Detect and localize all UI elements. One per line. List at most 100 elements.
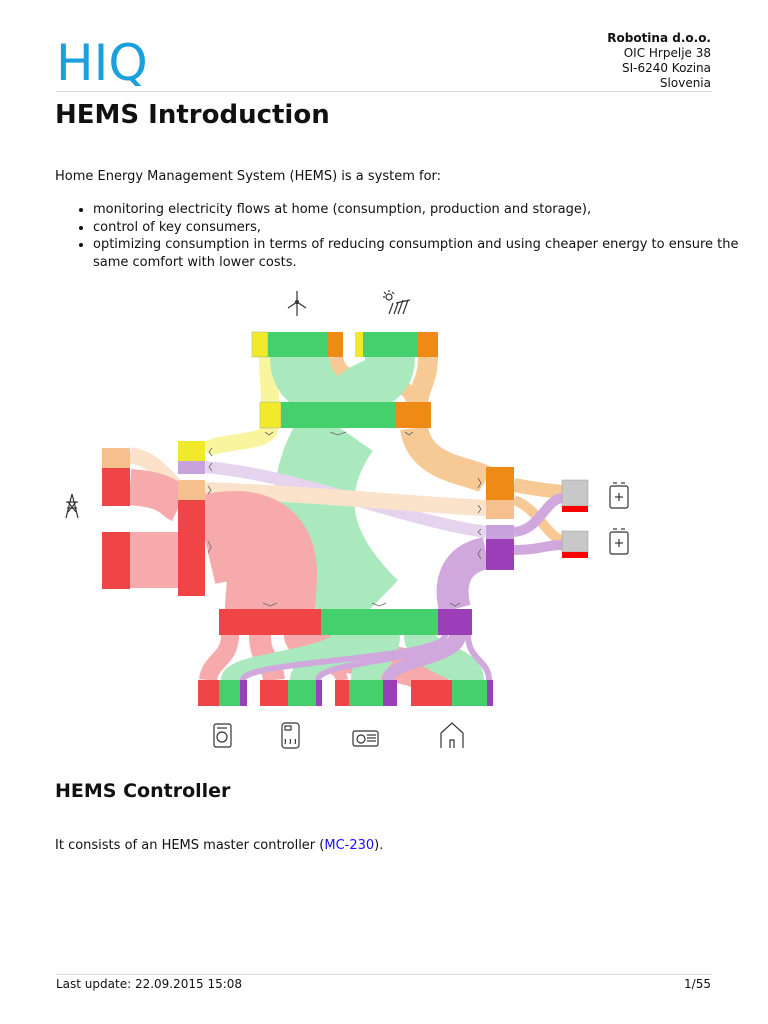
consumption-purple-block: [438, 609, 472, 635]
wind-turbine-icon: [287, 291, 307, 316]
washing-machine-icon: [213, 723, 232, 748]
flow-grid-peach: [128, 447, 185, 498]
exchange-yellow-block: [178, 441, 205, 461]
flow-purple-line: [204, 461, 487, 538]
chevron-down-icon: [449, 602, 461, 607]
flow-main-red: [194, 491, 317, 611]
controller-text-end: ).: [374, 838, 384, 853]
consumption-green-block: [321, 609, 438, 635]
flow-wind-green: [270, 354, 360, 414]
wind-yellow-block: [251, 331, 269, 358]
consumer-1-green: [219, 680, 240, 706]
list-item: monitoring electricity flows at home (co…: [93, 201, 753, 219]
flow-to-grid-yellow: [197, 425, 278, 458]
wind-green-block: [268, 332, 328, 357]
air-conditioner-icon: [352, 730, 379, 747]
solar-yellow-block: [355, 332, 363, 357]
battery-orange-block: [486, 467, 514, 500]
address-line: SI-6240 Kozina: [621, 61, 711, 75]
company-name: Robotina d.o.o.: [607, 31, 711, 45]
controller-text-start: It consists of an HEMS master controller…: [55, 838, 325, 853]
flow-main-green: [274, 405, 399, 638]
solar-orange-block: [418, 332, 438, 357]
battery-1-low-bar: [562, 506, 588, 512]
feature-list: monitoring electricity flows at home (co…: [55, 201, 753, 271]
grid-red-block-2: [102, 532, 130, 589]
page-number: 1/55: [684, 977, 711, 991]
list-item: optimizing consumption in terms of reduc…: [93, 236, 753, 271]
section-title: HEMS Controller: [55, 780, 231, 802]
flow-peach-line: [204, 482, 487, 516]
battery-1-level: [561, 479, 589, 507]
flow-solar-green: [327, 354, 415, 416]
intro-text: Home Energy Management System (HEMS) is …: [55, 169, 442, 184]
exchange-red-block: [178, 500, 205, 596]
chevron-right-icon: [477, 477, 482, 489]
list-item: control of key consumers,: [93, 219, 753, 237]
chevron-right-icon: [477, 504, 482, 514]
grid-peach-block: [102, 448, 130, 468]
water-heater-icon: [281, 722, 300, 749]
flow-consumer-purple: [382, 633, 466, 682]
house-icon: [440, 722, 464, 748]
chevron-left-icon: [208, 447, 213, 457]
address-line: Slovenia: [659, 76, 711, 90]
chevron-down-icon: [404, 431, 414, 436]
flow-consumer-green: [351, 633, 400, 682]
consumer-3-purple: [383, 680, 397, 706]
battery-peach-block: [486, 500, 514, 519]
power-grid-tower-icon: [65, 493, 79, 519]
flow-consumer-green: [290, 632, 372, 684]
flow-wind-orange: [329, 355, 420, 404]
consumer-1-purple: [240, 680, 247, 706]
mc-230-link[interactable]: MC-230: [324, 838, 375, 853]
flow-grid-red-1: [128, 469, 190, 522]
battery-icon: [609, 528, 629, 555]
chevron-left-icon: [477, 548, 482, 560]
flow-battery-orange-1: [512, 478, 563, 499]
energy-flow-diagram: [65, 290, 629, 749]
solar-panel-icon: [383, 290, 411, 315]
footer-divider: [56, 974, 712, 975]
flow-consumer-green: [404, 631, 484, 685]
flow-consumer-red: [199, 634, 239, 682]
flow-consumer-purple: [315, 633, 455, 682]
flow-consumer-green: [221, 632, 349, 684]
chevron-down-icon: [329, 431, 347, 436]
exchange-peach-block: [178, 480, 205, 500]
consumption-red-block: [219, 609, 321, 635]
chevron-left-icon: [208, 462, 213, 472]
consumer-3-green: [349, 680, 383, 706]
page-title: HEMS Introduction: [55, 100, 330, 130]
chevron-down-icon: [262, 602, 278, 607]
chevron-right-icon: [207, 485, 212, 495]
address-line: OIC Hrpelje 38: [623, 46, 711, 60]
production-orange-block: [396, 402, 431, 428]
flow-consumer-red: [292, 626, 448, 691]
chevron-down-icon: [264, 431, 274, 436]
consumer-3-red: [335, 680, 349, 706]
wind-orange-block: [328, 332, 343, 357]
grid-red-block: [102, 468, 130, 506]
production-yellow-block: [259, 401, 282, 429]
flow-battery-purple: [436, 537, 491, 614]
production-green-block: [281, 402, 396, 428]
controller-text: It consists of an HEMS master controller…: [55, 838, 383, 853]
solar-green-block: [363, 332, 418, 357]
flow-consumer-purple: [465, 634, 492, 681]
flow-battery-orange-2: [511, 495, 564, 545]
battery-2-low-bar: [562, 552, 588, 558]
consumer-4-green: [452, 680, 487, 706]
logo-text: HIQ: [56, 34, 148, 86]
header-divider: [56, 91, 712, 92]
flow-to-battery-orange: [400, 424, 494, 493]
flow-consumer-purple: [240, 633, 448, 682]
consumer-2-purple: [316, 680, 322, 706]
flow-consumer-red: [284, 633, 348, 682]
flow-solar-orange: [408, 356, 438, 404]
battery-purple-block: [486, 539, 514, 570]
chevron-right-icon: [207, 540, 212, 554]
hiq-logo: HIQ: [56, 34, 156, 92]
flow-battery-purple-2: [513, 540, 563, 555]
flow-consumer-red: [249, 634, 285, 682]
